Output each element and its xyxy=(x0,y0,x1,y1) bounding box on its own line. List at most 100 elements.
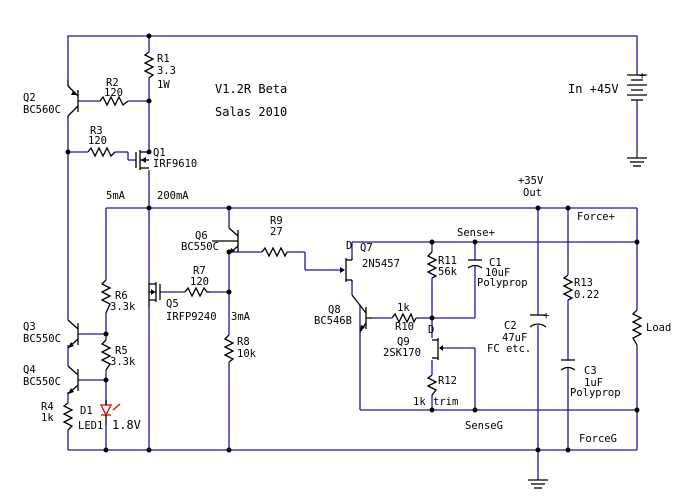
r11-ref: R11 xyxy=(438,255,457,267)
author-label: Salas 2010 xyxy=(215,105,287,119)
c1-plate-bottom xyxy=(467,264,483,269)
c2-value: 47uF xyxy=(502,332,527,344)
current-200ma: 200mA xyxy=(157,190,189,202)
q2-symbol xyxy=(67,80,79,118)
r13-ref: R13 xyxy=(574,277,593,289)
r9-symbol xyxy=(261,246,288,258)
out-voltage-label: +35V xyxy=(518,175,544,187)
r1-rating: 1W xyxy=(157,79,170,91)
r7-value: 120 xyxy=(190,276,209,288)
force-plus-label: Force+ xyxy=(577,211,615,223)
q9-pin-d: D xyxy=(428,324,434,336)
q8-part: BC546B xyxy=(314,315,352,327)
force-g-label: ForceG xyxy=(579,433,617,445)
q9-part: 2SK170 xyxy=(383,347,421,359)
c1-ref: C1 xyxy=(489,257,502,269)
sense-g-label: SenseG xyxy=(465,420,503,432)
q2-part: BC560C xyxy=(23,104,61,116)
q3-symbol xyxy=(67,319,79,349)
q1-symbol xyxy=(135,150,149,170)
q5-part: IRFP9240 xyxy=(166,311,217,323)
q7-pin-d: D xyxy=(346,240,352,252)
q5-ref: Q5 xyxy=(166,298,179,310)
q1-ref: Q1 xyxy=(153,147,166,159)
r11-value: 56k xyxy=(438,266,458,278)
r4-value: 1k xyxy=(41,412,54,424)
r3-symbol xyxy=(87,146,116,158)
r2-symbol xyxy=(99,95,129,107)
r12-symbol xyxy=(426,374,438,396)
q7-part: 2N5457 xyxy=(362,258,400,270)
q8-ref: Q8 xyxy=(328,304,341,316)
r8-ref: R8 xyxy=(237,336,250,348)
r9-value: 27 xyxy=(270,226,283,238)
r8-symbol xyxy=(223,334,235,363)
c1-value: 10uF xyxy=(485,267,510,279)
r1-value: 3.3 xyxy=(157,65,176,77)
d1-part: LED1 xyxy=(78,420,103,432)
q7-symbol xyxy=(340,258,353,282)
c1-type: Polyprop xyxy=(477,277,528,289)
current-3ma: 3mA xyxy=(231,311,251,323)
q6-part: BC550C xyxy=(181,241,219,253)
r12-note: trim xyxy=(433,396,458,408)
r5-ref: R5 xyxy=(115,345,128,357)
c3-type: Polyprop xyxy=(570,387,621,399)
ground-symbols xyxy=(528,157,647,489)
capacitors xyxy=(467,259,576,371)
r2-value: 120 xyxy=(104,87,123,99)
q6-ref: Q6 xyxy=(195,230,208,242)
c3-value: 1uF xyxy=(584,377,603,389)
r12-value: 1k xyxy=(413,396,426,408)
c2-plus: + xyxy=(543,310,549,322)
load-symbol xyxy=(631,309,643,346)
q4-symbol xyxy=(67,365,79,395)
q8-symbol xyxy=(351,294,372,333)
resistors xyxy=(62,51,643,431)
r13-symbol xyxy=(562,274,574,301)
r13-value: 0.22 xyxy=(574,289,599,301)
r6-symbol xyxy=(100,279,112,314)
q7-ref: Q7 xyxy=(360,242,373,254)
c3-ref: C3 xyxy=(584,365,597,377)
r3-ref: R3 xyxy=(90,125,103,137)
r10-ref: R10 xyxy=(395,321,414,333)
input-voltage-label: In +45V xyxy=(568,82,619,96)
r9-ref: R9 xyxy=(270,215,283,227)
labels: V1.2R Beta Salas 2010 In +45V + +35V Out… xyxy=(23,53,671,445)
r2-ref: R2 xyxy=(106,77,119,89)
r4-ref: R4 xyxy=(41,401,54,413)
r6-ref: R6 xyxy=(115,290,128,302)
sense-plus-label: Sense+ xyxy=(457,227,495,239)
q5-symbol xyxy=(148,282,161,307)
r4-symbol xyxy=(62,402,74,431)
r10-value: 1k xyxy=(397,302,410,314)
r3-value: 120 xyxy=(88,135,107,147)
q4-ref: Q4 xyxy=(23,364,36,376)
r11-symbol xyxy=(426,251,438,279)
r8-value: 10k xyxy=(237,348,257,360)
wires xyxy=(67,35,638,480)
c3-plate-bottom xyxy=(560,366,576,371)
c2-ref: C2 xyxy=(504,320,517,332)
r6-value: 3.3k xyxy=(110,301,136,313)
q4-part: BC550C xyxy=(23,376,61,388)
r5-symbol xyxy=(100,339,112,371)
q3-ref: Q3 xyxy=(23,321,36,333)
d1-ref: D1 xyxy=(80,405,93,417)
q1-part: IRF9610 xyxy=(153,158,197,170)
current-5ma: 5mA xyxy=(106,190,126,202)
r1-symbol xyxy=(143,51,155,79)
battery-symbol xyxy=(627,74,647,101)
c2-plate-bottom xyxy=(529,323,547,328)
r7-symbol xyxy=(184,286,210,298)
q9-symbol xyxy=(432,338,443,360)
c2-type: FC etc. xyxy=(487,343,531,355)
q3-part: BC550C xyxy=(23,333,61,345)
r7-ref: R7 xyxy=(193,265,206,277)
version-label: V1.2R Beta xyxy=(215,82,287,96)
r12-ref: R12 xyxy=(438,375,457,387)
battery-plus: + xyxy=(639,70,645,82)
